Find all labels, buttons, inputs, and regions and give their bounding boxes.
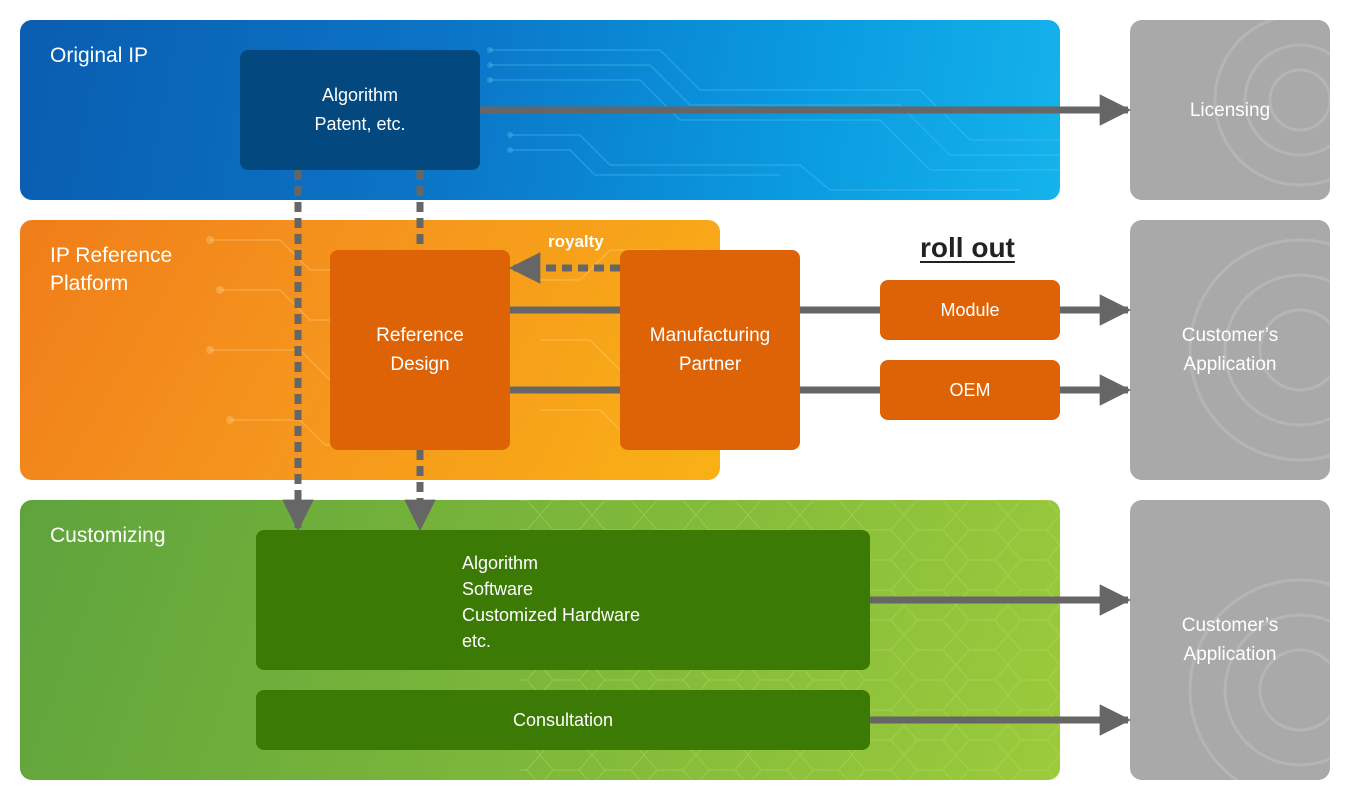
original-ip-label: Original IP: [50, 44, 149, 67]
customers-application-label: Customer’s Application: [1181, 325, 1279, 375]
circle-ring-decoration: [1188, 578, 1330, 780]
algorithm-patent-box: Algorithm Patent, etc.: [240, 50, 480, 170]
consultation-box: Consultation: [256, 690, 870, 750]
reference-design-box: Reference Design: [330, 250, 510, 450]
circle-ring-decoration: [1188, 238, 1330, 462]
customers-application-panel: Customer’s Application: [1130, 220, 1330, 480]
customizing-label: Customizing: [50, 524, 166, 547]
customers-application-panel: Customer’s Application: [1130, 500, 1330, 780]
original-ip-panel: Original IP: [20, 20, 1060, 200]
customers-application-label: Customer’s Application: [1181, 615, 1279, 665]
circle-ring-decoration: [1213, 20, 1330, 187]
circuit-pattern-decoration: [487, 47, 1060, 191]
oem-box: OEM: [880, 360, 1060, 420]
roll-out-label: roll out: [920, 232, 1015, 263]
royalty-label: royalty: [548, 232, 604, 251]
manufacturing-partner-box: Manufacturing Partner: [620, 250, 800, 450]
ip-reference-platform-label: IP Reference Platform: [50, 244, 173, 295]
licensing-label: Licensing: [1189, 99, 1271, 121]
module-box: Module: [880, 280, 1060, 340]
licensing-panel: Licensing: [1130, 20, 1330, 200]
customized-items-box: Algorithm Software Customized Hardware e…: [256, 530, 870, 670]
customized-items-label: Algorithm Software Customized Hardware e…: [462, 553, 641, 651]
